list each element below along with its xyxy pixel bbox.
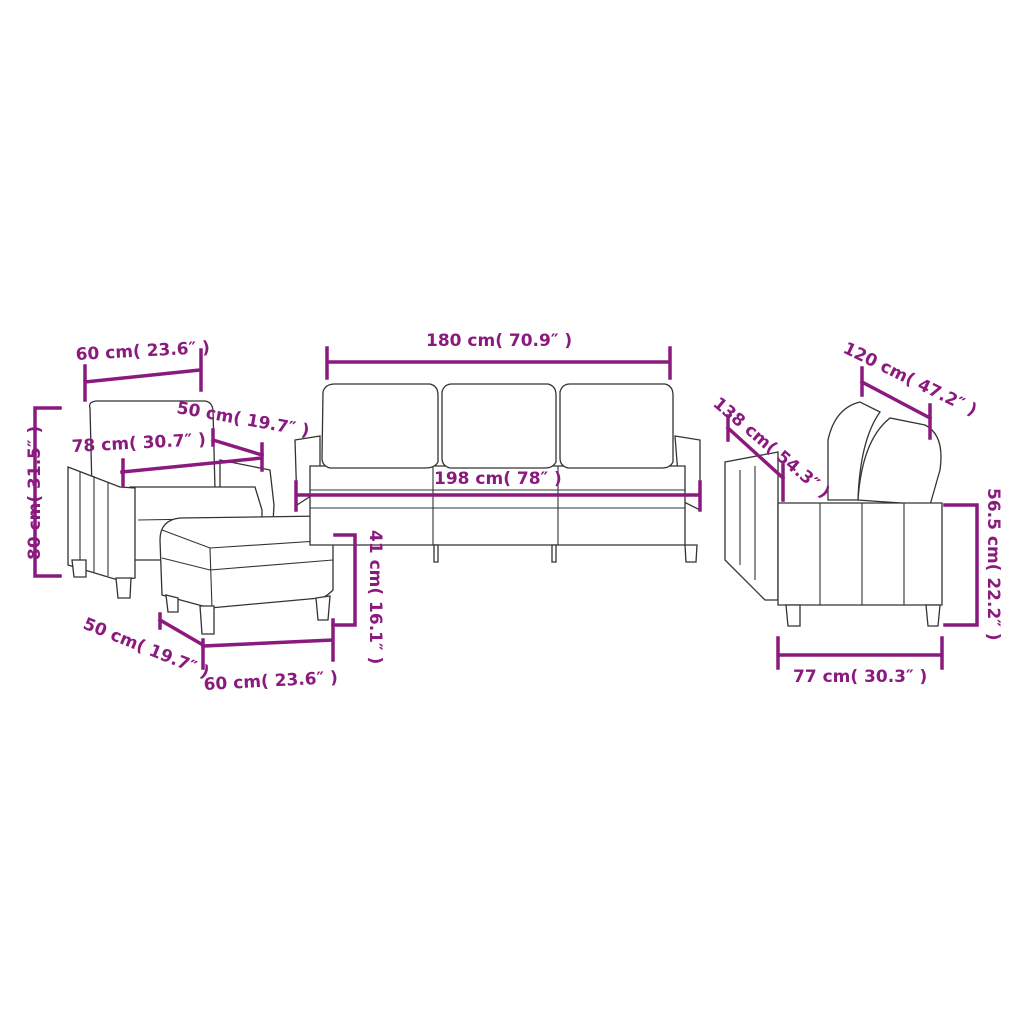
footstool-height-label: 41 cm( 16.1″ ) bbox=[365, 530, 385, 664]
footstool-width-label: 60 cm( 23.6″ ) bbox=[203, 668, 338, 695]
armchair-height-label: 80 cm( 31.5″ ) bbox=[25, 426, 45, 560]
three-seater-drawing bbox=[294, 383, 701, 563]
dimension-lines bbox=[33, 346, 979, 670]
armchair-width-label: 60 cm( 23.6″ ) bbox=[75, 338, 210, 365]
three-seater-total-width-label: 198 cm( 78″ ) bbox=[434, 469, 562, 489]
two-seater-height-label: 56.5 cm( 22.2″ ) bbox=[983, 488, 1003, 641]
three-seater-seat-width-label: 180 cm( 70.9″ ) bbox=[426, 331, 572, 351]
footstool-depth-label: 50 cm( 19.7″ ) bbox=[80, 614, 212, 683]
two-seater-depth-label: 77 cm( 30.3″ ) bbox=[793, 667, 927, 687]
two-seater-drawing bbox=[724, 401, 943, 627]
footstool-drawing bbox=[159, 515, 334, 635]
